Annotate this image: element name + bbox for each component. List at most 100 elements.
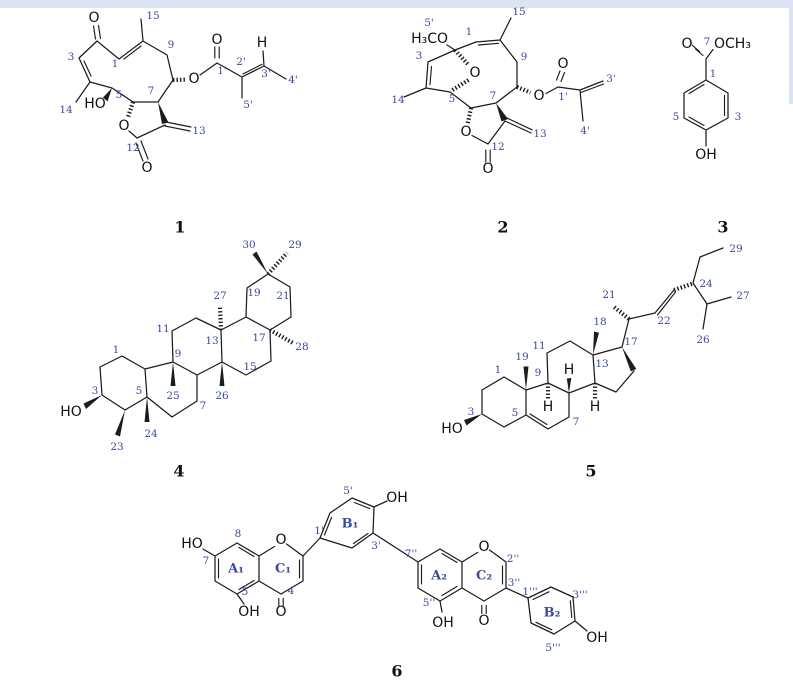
atom-label-5: 5 (242, 586, 249, 598)
atom-label-15: 15 (243, 361, 256, 373)
atom-label-5p: 5' (243, 99, 253, 111)
double-bond-lines (529, 291, 677, 426)
pyranone-ring-oxygen: O (478, 539, 489, 555)
ring-junction-hydrogen: H (564, 362, 575, 378)
ring-junction-hydrogen: H (590, 399, 601, 415)
atom-label-17: 17 (252, 332, 265, 344)
compound-4-structure: HO 1 3 5 7 9 11 13 15 17 19 21 23 24 25 … (60, 239, 308, 481)
atom-label-1p: 1' (217, 65, 227, 77)
ring-label-c2: C₂ (476, 569, 492, 584)
hydroxyl-group: HO (441, 421, 463, 437)
atom-label-2p: 2' (236, 56, 246, 68)
atom-label-5ppp: 5''' (545, 642, 560, 654)
ring-junction-hydrogen: H (543, 399, 554, 415)
atom-label-3p: 3' (606, 73, 616, 85)
atom-label-3ppp: 3''' (572, 589, 587, 601)
methoxy-group: H₃CO (411, 31, 448, 47)
atom-label-14: 14 (391, 94, 405, 106)
bond-lines (75, 18, 287, 139)
atom-label-7: 7 (490, 90, 497, 102)
atom-label-17: 17 (624, 336, 637, 348)
atom-label-9: 9 (175, 348, 182, 360)
atom-label-1: 1 (466, 26, 473, 38)
top-accent-bar (0, 0, 793, 8)
atom-label-30: 30 (242, 239, 255, 251)
hashed-stereo-bonds (125, 77, 187, 120)
atom-label-3: 3 (416, 50, 423, 62)
lactone-ring-oxygen: O (118, 118, 129, 134)
atom-label-15: 15 (146, 10, 159, 22)
atom-label-26: 26 (215, 390, 229, 402)
vinyl-hydrogen: H (257, 35, 268, 51)
atom-label-25: 25 (166, 390, 179, 402)
lactone-carbonyl-oxygen: O (141, 160, 152, 176)
atom-label-21: 21 (276, 290, 289, 302)
atom-label-4: 4 (288, 585, 295, 597)
atom-label-3p: 3' (371, 540, 381, 552)
atom-label-19: 19 (515, 351, 528, 363)
atom-label-13: 13 (595, 358, 608, 370)
atom-label-13: 13 (205, 335, 218, 347)
atom-label-7: 7 (704, 36, 711, 48)
ester-carbonyl-oxygen: O (557, 56, 568, 72)
atom-label-24: 24 (699, 278, 713, 290)
atom-label-27: 27 (736, 290, 749, 302)
bond-lines (202, 497, 588, 635)
compound-3-structure: O OCH₃ OH 7 1 3 5 3 (673, 36, 751, 237)
atom-label-4p: 4' (580, 125, 590, 137)
hydroxyl-group: HO (84, 96, 106, 112)
atom-label-7: 7 (148, 85, 155, 97)
compound-3-number: 3 (717, 218, 728, 237)
atom-label-1: 1 (495, 364, 502, 376)
atom-label-21: 21 (602, 289, 615, 301)
bond-lines (403, 17, 604, 145)
double-bond-lines (83, 24, 263, 162)
hydroxyl-group: OH (386, 490, 408, 506)
hydroxyl-group: OH (432, 615, 454, 631)
compound-1-structure: O HO O O O O H 3 1 5 14 15 9 7 12 13 1' … (59, 10, 297, 237)
atom-label-22: 22 (657, 315, 670, 327)
compound-5-structure: HO H H H 1 3 5 7 9 11 13 17 18 19 21 22 … (441, 243, 749, 481)
double-bond-lines (429, 42, 605, 163)
atom-label-5pp: 5'' (423, 597, 435, 609)
atom-label-29: 29 (729, 243, 742, 255)
atom-label-5: 5 (512, 407, 519, 419)
hashed-stereo-bonds (451, 48, 532, 125)
atom-label-5: 5 (116, 89, 123, 101)
ring-label-b1: B₁ (342, 517, 359, 532)
atom-label-27: 27 (213, 290, 226, 302)
atom-label-3p: 3' (261, 68, 271, 80)
atom-label-29: 29 (288, 239, 301, 251)
hydroxyl-group: HO (60, 404, 82, 420)
atom-label-7: 7 (573, 416, 580, 428)
atom-label-5p: 5' (343, 485, 353, 497)
atom-label-5: 5 (136, 385, 143, 397)
atom-label-1: 1 (112, 58, 119, 70)
wedge-stereo-bonds (83, 251, 268, 437)
atom-label-13: 13 (533, 128, 546, 140)
carbonyl-oxygen: O (275, 604, 286, 620)
atom-label-24: 24 (144, 428, 158, 440)
hashed-stereo-bonds (217, 251, 295, 345)
ester-carbonyl-oxygen: O (211, 32, 222, 48)
atom-label-1: 1 (113, 344, 120, 356)
compound-2-number: 2 (497, 218, 508, 237)
atom-label-9: 9 (521, 51, 528, 63)
hydroxyl-group: OH (238, 604, 260, 620)
atom-label-7pp: 7'' (405, 548, 417, 560)
ester-oxygen: O (188, 71, 199, 87)
atom-label-5p: 5' (424, 17, 434, 29)
double-bond-lines (688, 44, 726, 127)
atom-label-9: 9 (168, 39, 175, 51)
atom-label-9: 9 (535, 367, 542, 379)
atom-label-19: 19 (247, 287, 260, 299)
ketone-oxygen: O (88, 10, 99, 26)
atom-label-1: 1 (710, 68, 717, 80)
compound-5-number: 5 (585, 462, 596, 481)
ring-label-a2: A₂ (430, 569, 447, 584)
compound-6-number: 6 (391, 662, 402, 681)
atom-label-5: 5 (449, 93, 456, 105)
atom-label-1p: 1' (314, 525, 324, 537)
bridge-oxygen: O (469, 65, 480, 81)
